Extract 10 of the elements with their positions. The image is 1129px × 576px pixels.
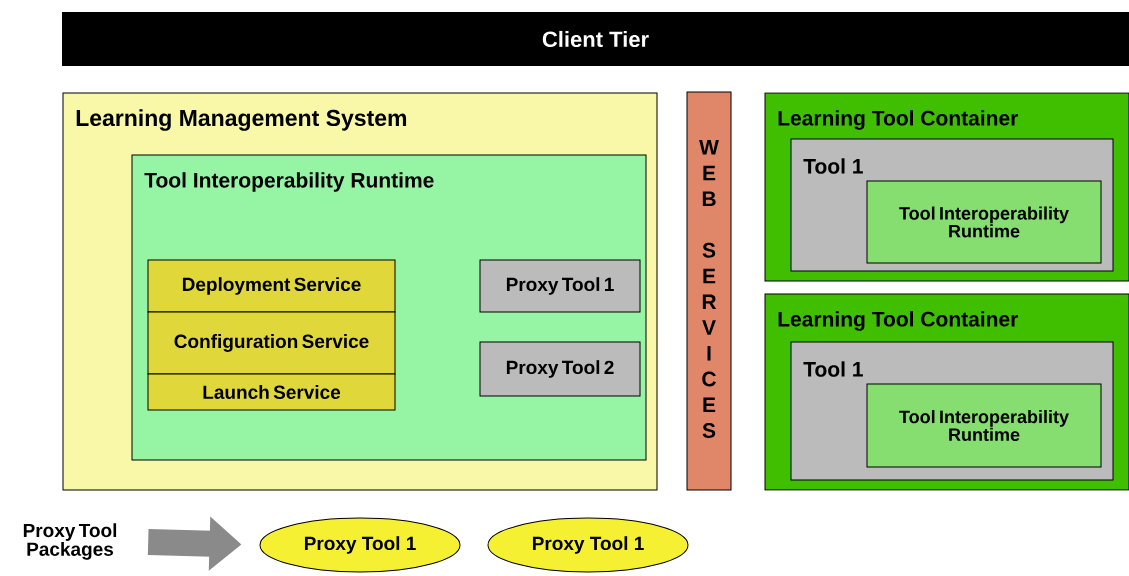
web-services-band: WEB SERVICES [686, 91, 732, 491]
service-box: Launch Service [147, 373, 396, 411]
runtime-box: Tool Interoperability Runtime [866, 180, 1102, 264]
service-box: Deployment Service [147, 259, 396, 313]
runtime-box: Tool Interoperability Runtime [866, 383, 1102, 468]
package-label: Proxy Tool Packages [23, 523, 117, 560]
proxy-tool-box: Proxy Tool 1 [479, 259, 641, 313]
service-box: Configuration Service [147, 311, 396, 375]
header-band: Client Tier [62, 12, 1129, 66]
proxy-tool-box: Proxy Tool 2 [479, 341, 641, 397]
